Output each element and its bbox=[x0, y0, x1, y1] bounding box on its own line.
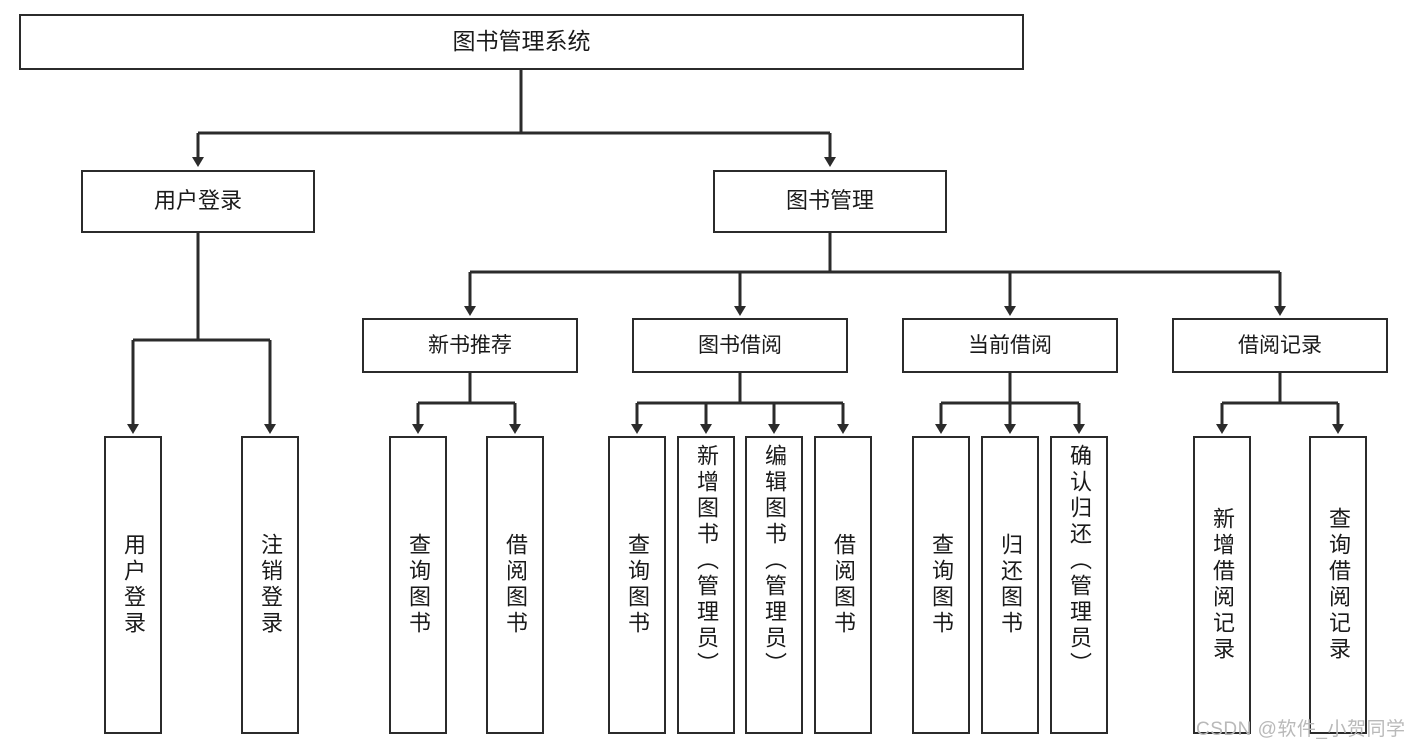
node-borrow-record[interactable]: 借阅记录 bbox=[1172, 318, 1388, 373]
node-new-book-recommend-label: 新书推荐 bbox=[428, 333, 512, 357]
leaf-borrow-book[interactable]: 借阅图书 bbox=[814, 436, 872, 734]
node-user-login-label: 用户登录 bbox=[153, 188, 242, 214]
leaf-add-borrow-record-label: 新增借阅记录 bbox=[1210, 507, 1235, 663]
node-book-management[interactable]: 图书管理 bbox=[713, 170, 947, 233]
leaf-confirm-return-admin[interactable]: 确认归还（管理员） bbox=[1050, 436, 1108, 734]
leaf-borrow-book-label: 借阅图书 bbox=[831, 533, 856, 637]
leaf-query-borrow-record[interactable]: 查询借阅记录 bbox=[1309, 436, 1367, 734]
leaf-user-login-label: 用户登录 bbox=[121, 533, 146, 637]
node-root[interactable]: 图书管理系统 bbox=[19, 14, 1024, 70]
node-book-borrow-label: 图书借阅 bbox=[698, 333, 782, 357]
node-user-login[interactable]: 用户登录 bbox=[81, 170, 315, 233]
leaf-logout[interactable]: 注销登录 bbox=[241, 436, 299, 734]
leaf-add-borrow-record[interactable]: 新增借阅记录 bbox=[1193, 436, 1251, 734]
leaf-query-borrow-record-label: 查询借阅记录 bbox=[1326, 507, 1351, 663]
leaf-query-book-borrow[interactable]: 查询图书 bbox=[608, 436, 666, 734]
node-book-borrow[interactable]: 图书借阅 bbox=[632, 318, 848, 373]
leaf-query-book-borrow-label: 查询图书 bbox=[625, 533, 650, 637]
node-root-label: 图书管理系统 bbox=[452, 28, 591, 55]
leaf-user-login[interactable]: 用户登录 bbox=[104, 436, 162, 734]
leaf-add-book-admin-label: 新增图书（管理员） bbox=[694, 444, 719, 678]
leaf-borrow-book-recommend-label: 借阅图书 bbox=[503, 533, 528, 637]
node-borrow-record-label: 借阅记录 bbox=[1238, 333, 1322, 357]
leaf-query-book-recommend[interactable]: 查询图书 bbox=[389, 436, 447, 734]
leaf-add-book-admin[interactable]: 新增图书（管理员） bbox=[677, 436, 735, 734]
leaf-edit-book-admin[interactable]: 编辑图书（管理员） bbox=[745, 436, 803, 734]
leaf-borrow-book-recommend[interactable]: 借阅图书 bbox=[486, 436, 544, 734]
leaf-query-book-current[interactable]: 查询图书 bbox=[912, 436, 970, 734]
leaf-confirm-return-admin-label: 确认归还（管理员） bbox=[1067, 444, 1092, 678]
leaf-return-book-label: 归还图书 bbox=[998, 533, 1023, 637]
node-current-borrow-label: 当前借阅 bbox=[968, 333, 1052, 357]
leaf-query-book-current-label: 查询图书 bbox=[929, 533, 954, 637]
leaf-return-book[interactable]: 归还图书 bbox=[981, 436, 1039, 734]
node-new-book-recommend[interactable]: 新书推荐 bbox=[362, 318, 578, 373]
leaf-edit-book-admin-label: 编辑图书（管理员） bbox=[762, 444, 787, 678]
node-book-management-label: 图书管理 bbox=[785, 188, 874, 214]
leaf-logout-label: 注销登录 bbox=[258, 533, 283, 637]
csdn-watermark: CSDN @软件_小贺同学 bbox=[1196, 719, 1405, 740]
node-current-borrow[interactable]: 当前借阅 bbox=[902, 318, 1118, 373]
leaf-query-book-recommend-label: 查询图书 bbox=[406, 533, 431, 637]
